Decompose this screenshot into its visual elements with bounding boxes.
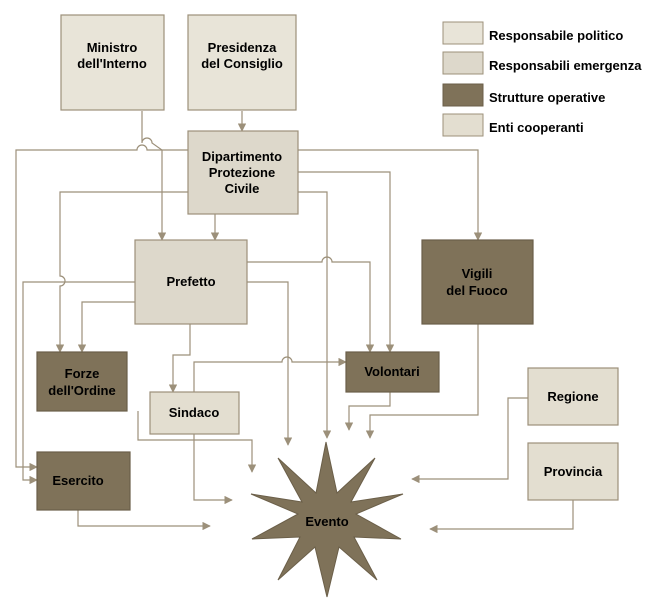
connector-ministro-prefetto <box>141 111 167 241</box>
regione-label: Regione <box>547 389 598 404</box>
connector-prefetto-evento <box>247 281 293 446</box>
connector-regione-evento <box>411 397 528 484</box>
forze-label-1: Forze <box>65 366 100 381</box>
legend-swatch-emergency <box>442 51 484 75</box>
connectors <box>15 111 574 534</box>
legend: Responsabile politico Responsabili emerg… <box>442 21 642 137</box>
node-prefetto: Prefetto <box>134 239 248 325</box>
node-volontari: Volontari <box>345 351 440 393</box>
evento-star <box>250 441 404 598</box>
connector-forze-evento <box>137 411 257 473</box>
sindaco-label: Sindaco <box>169 405 220 420</box>
legend-label-emergency: Responsabili emergenza <box>489 58 642 73</box>
node-sindaco: Sindaco <box>149 391 240 435</box>
connector-sindaco-evento <box>193 434 233 505</box>
connector-esercito-evento <box>77 510 211 531</box>
presidenza-label-1: Presidenza <box>208 40 277 55</box>
node-forze: Forze dell'Ordine <box>36 351 128 412</box>
node-ministro: Ministro dell'Interno <box>60 14 165 111</box>
evento-label: Evento <box>305 514 348 529</box>
connector-prefetto-esercito <box>22 281 135 485</box>
connector-prefetto-volontari <box>247 256 375 353</box>
connector-dipartimento-esercito <box>15 144 188 472</box>
connector-provincia-evento <box>429 500 574 534</box>
legend-label-operative: Strutture operative <box>489 90 605 105</box>
node-presidenza: Presidenza del Consiglio <box>187 14 297 111</box>
vigili-label-1: Vigili <box>462 266 493 281</box>
node-provincia: Provincia <box>527 442 619 501</box>
ministro-label-1: Ministro <box>87 40 138 55</box>
node-vigili: Vigili del Fuoco <box>421 239 534 325</box>
prefetto-label: Prefetto <box>166 274 215 289</box>
dipartimento-label-2: Protezione <box>209 165 275 180</box>
forze-label-2: dell'Ordine <box>48 383 115 398</box>
node-dipartimento: Dipartimento Protezione Civile <box>187 130 299 215</box>
vigili-label-2: del Fuoco <box>446 283 507 298</box>
provincia-label: Provincia <box>544 464 603 479</box>
dipartimento-label-3: Civile <box>225 181 260 196</box>
legend-swatch-cooperating <box>442 113 484 137</box>
node-esercito: Esercito <box>36 451 131 511</box>
dipartimento-label-1: Dipartimento <box>202 149 282 164</box>
connector-dipartimento-volontari <box>298 171 395 353</box>
connector-dipartimento-vigili <box>298 149 483 241</box>
esercito-label: Esercito <box>52 473 103 488</box>
volontari-label: Volontari <box>364 364 419 379</box>
connector-prefetto-sindaco <box>168 324 191 393</box>
connector-sindaco-volontari <box>193 356 347 392</box>
connector-volontari-evento <box>344 392 391 431</box>
legend-swatch-political <box>442 21 484 45</box>
legend-label-political: Responsabile politico <box>489 28 623 43</box>
presidenza-label-2: del Consiglio <box>201 56 283 71</box>
connector-vigili-evento <box>365 324 479 439</box>
node-regione: Regione <box>527 367 619 426</box>
legend-label-cooperating: Enti cooperanti <box>489 120 584 135</box>
connector-dipartimento-evento <box>298 191 332 439</box>
connector-dipartimento-forze <box>55 191 188 353</box>
ministro-label-2: dell'Interno <box>77 56 147 71</box>
connector-prefetto-forze <box>77 301 135 353</box>
legend-swatch-operative <box>442 83 484 107</box>
